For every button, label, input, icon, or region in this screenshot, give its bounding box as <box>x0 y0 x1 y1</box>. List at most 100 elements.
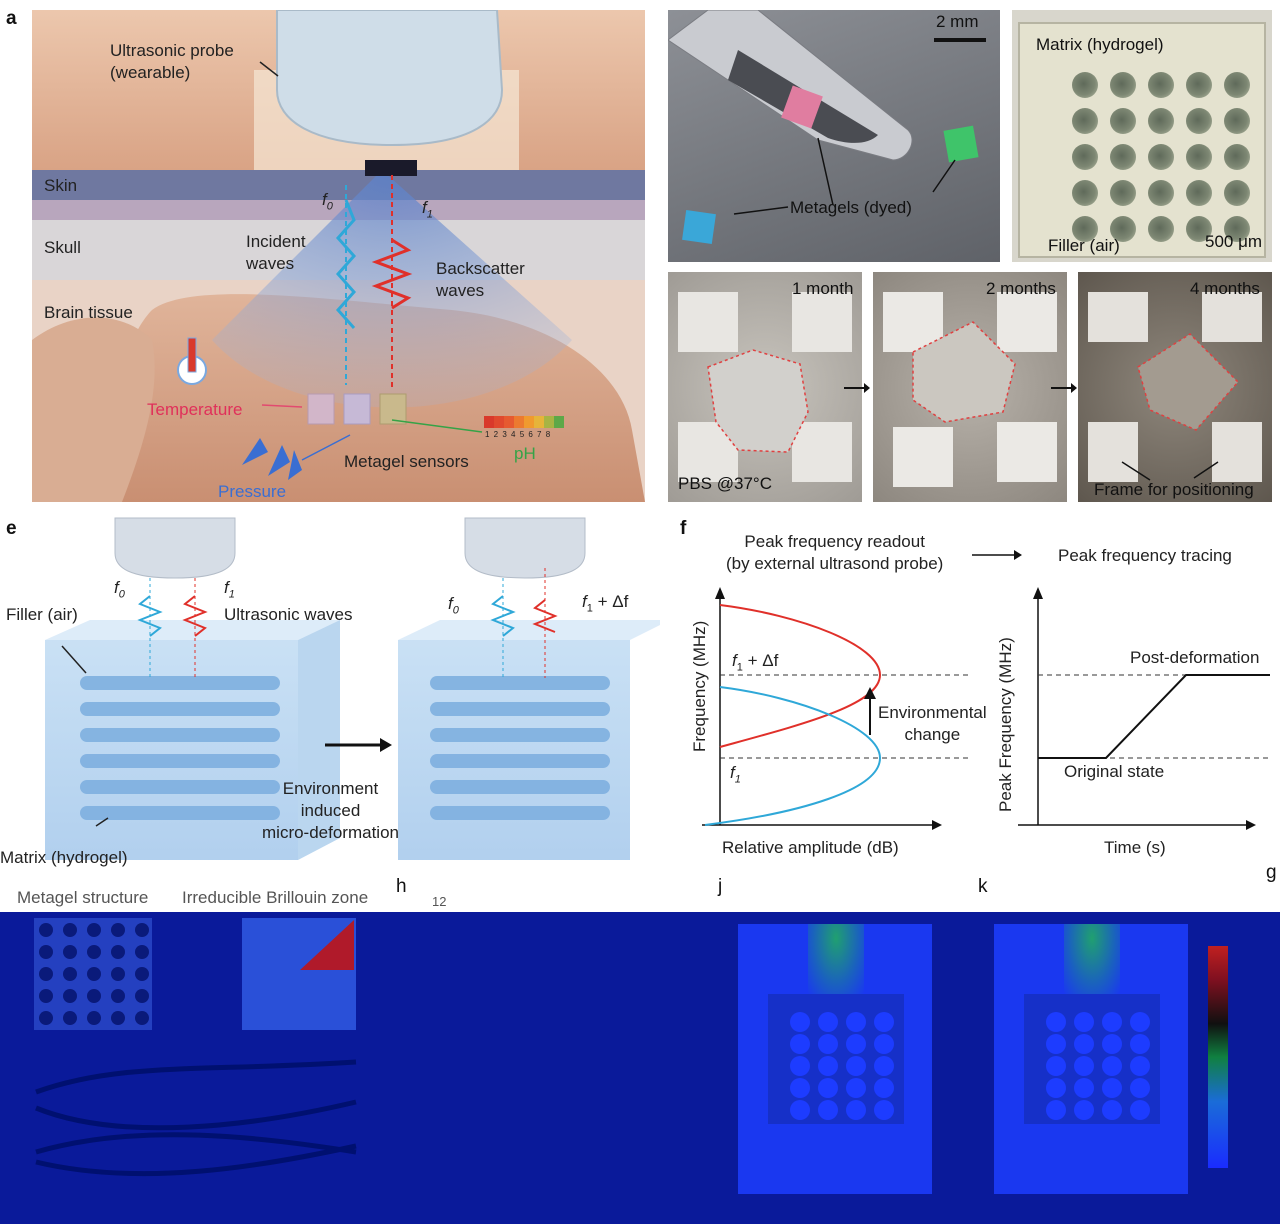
filler-air-label-e: Filler (air) <box>6 605 78 624</box>
photo-4-months <box>1078 272 1272 502</box>
panel-label-h: h <box>396 876 407 897</box>
f1df-rest: + Δf <box>592 592 629 611</box>
original-state-label: Original state <box>1064 762 1165 781</box>
panel-label-a: a <box>6 8 17 29</box>
frame-positioning-label: Frame for positioning <box>1094 480 1254 499</box>
air-filler-rod <box>80 780 280 794</box>
unit-cell-hole <box>63 989 77 1003</box>
air-hole <box>1130 1034 1150 1054</box>
air-hole <box>1046 1056 1066 1076</box>
unit-cell-hole <box>135 1011 149 1025</box>
air-filler-well <box>1186 108 1212 134</box>
unit-cell-hole <box>87 923 101 937</box>
ph-swatch <box>484 416 494 428</box>
scale-bar-500um: 500 μm <box>1205 232 1263 251</box>
air-hole <box>818 1012 838 1032</box>
post-deformation-peak-curve <box>719 604 882 748</box>
dispersion-tick-label: 12 <box>432 894 447 909</box>
f1-plus-delta-f-label-e: f1 + Δf <box>582 592 628 614</box>
ibz-label: Irreducible Brillouin zone <box>182 888 369 907</box>
panel-a-illustration <box>32 10 645 502</box>
air-filler-rod <box>430 676 610 690</box>
air-filler-well <box>1072 144 1098 170</box>
pressure-field-j <box>738 924 932 1194</box>
air-hole <box>1130 1078 1150 1098</box>
panel-label-e: e <box>6 518 17 539</box>
air-hole <box>1102 1100 1122 1120</box>
f1df-symbol-f: f <box>732 651 737 670</box>
f0-label-a: f0 <box>322 190 333 212</box>
ph-swatch <box>504 416 514 428</box>
air-filler-well <box>1148 216 1174 242</box>
air-filler-well <box>1148 180 1174 206</box>
air-filler-well <box>1072 216 1098 242</box>
f0-sub-e: 0 <box>118 588 125 601</box>
photo-2-months <box>873 272 1067 502</box>
readout-title: Peak frequency readout (by external ultr… <box>726 532 944 573</box>
air-hole <box>874 1100 894 1120</box>
pbs-condition-label: PBS @37°C <box>678 474 772 493</box>
post-deformation-label: Post-deformation <box>1130 648 1260 667</box>
air-filler-well <box>1148 144 1174 170</box>
f1-symbol-e: f <box>224 578 229 597</box>
unit-cell-hole <box>39 989 53 1003</box>
air-filler-well <box>1224 72 1250 98</box>
unit-cell-hole <box>135 989 149 1003</box>
air-filler-rod <box>430 780 610 794</box>
air-hole <box>846 1100 866 1120</box>
scale-bar-2mm: 2 mm <box>936 12 979 31</box>
unit-cell-hole <box>111 945 125 959</box>
sample-2-months <box>883 292 1057 487</box>
panel-label-j: j <box>718 876 723 897</box>
air-hole <box>1074 1100 1094 1120</box>
time-4-months: 4 months <box>1190 279 1260 298</box>
f0-label-e: f0 <box>114 578 125 600</box>
air-hole <box>818 1034 838 1054</box>
air-filler-well <box>1224 216 1250 242</box>
air-filler-well <box>1224 144 1250 170</box>
hydrogel-matrix <box>1018 22 1266 258</box>
metagel-sensors-label: Metagel sensors <box>344 452 469 471</box>
env-deformation-label: Environment induced micro-deformation <box>262 779 399 842</box>
air-filler-well <box>1110 216 1136 242</box>
f1-symbol-f: f <box>730 763 735 782</box>
air-hole <box>790 1078 810 1098</box>
unit-cell-hole <box>87 967 101 981</box>
photo-1-month <box>668 272 862 502</box>
arrow-right-icon <box>844 383 870 393</box>
air-filler-well <box>1072 180 1098 206</box>
arrow-right-icon <box>972 550 1022 560</box>
air-filler-well <box>1110 72 1136 98</box>
f0-symbol-e: f <box>114 578 119 597</box>
ph-swatch <box>494 416 504 428</box>
air-filler-rod <box>80 702 280 716</box>
matrix-hydrogel-label-c: Matrix (hydrogel) <box>1036 35 1164 54</box>
air-hole <box>846 1034 866 1054</box>
air-hole <box>1130 1012 1150 1032</box>
ultrasonic-waves-label: Ultrasonic waves <box>224 605 353 624</box>
air-hole <box>846 1012 866 1032</box>
f0-label-e-right: f0 <box>448 594 459 616</box>
air-filler-well <box>1224 108 1250 134</box>
air-filler-rod <box>80 676 280 690</box>
pressure-field-k <box>994 924 1188 1194</box>
focused-beam-k <box>1064 924 1120 994</box>
unit-cell-hole <box>39 967 53 981</box>
ph-scale-numbers: 1 2 3 4 5 6 7 8 <box>485 430 552 439</box>
f0-sub: 0 <box>326 200 333 213</box>
f1df-rest-f: + Δf <box>742 651 779 670</box>
air-hole <box>1046 1100 1066 1120</box>
air-hole <box>874 1056 894 1076</box>
air-filler-well <box>1224 180 1250 206</box>
f1df-sub-f: 1 <box>736 661 743 674</box>
air-hole <box>818 1100 838 1120</box>
f0b-symbol: f <box>448 594 453 613</box>
air-hole <box>874 1078 894 1098</box>
f1-delta-f-label-f: f1 + Δf <box>732 651 778 673</box>
air-filler-rod <box>430 702 610 716</box>
air-hole <box>1102 1012 1122 1032</box>
panel-b-photo <box>668 10 1000 262</box>
temperature-label: Temperature <box>147 400 243 419</box>
air-hole <box>1074 1056 1094 1076</box>
unit-cell-hole <box>87 945 101 959</box>
